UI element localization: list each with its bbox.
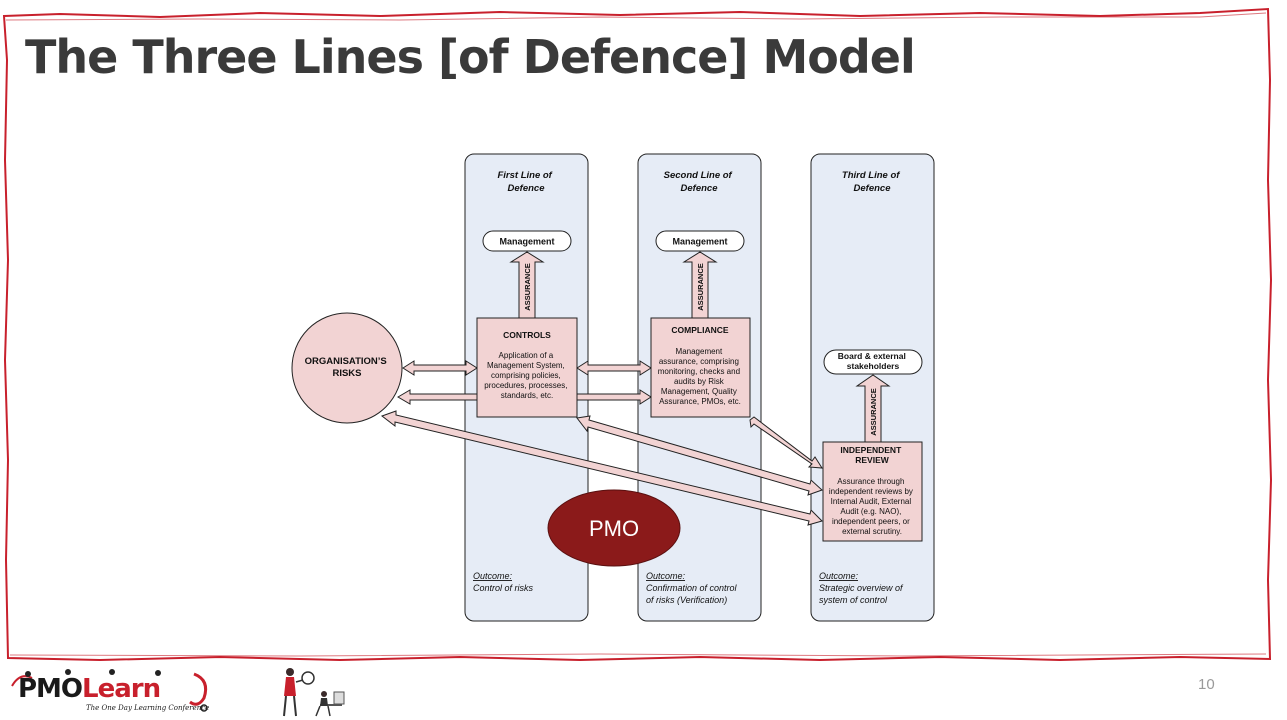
pmo-label: PMO xyxy=(589,516,639,541)
risks-review-arrow xyxy=(380,410,823,526)
board-stakeholders-label: Board & external stakeholders xyxy=(838,351,908,371)
second-line-outcome-label: Outcome: xyxy=(646,571,686,581)
second-line-heading: Second Line of Defence xyxy=(664,170,735,194)
first-line-management-box xyxy=(482,230,572,252)
third-line-heading: Third Line of Defence xyxy=(842,170,902,194)
compliance-title: COMPLIANCE xyxy=(671,325,728,335)
compliance-box xyxy=(650,317,751,418)
second-line-outcome-text: Confirmation of control of risks (Verifi… xyxy=(646,583,739,605)
organisation-risks-circle xyxy=(291,312,403,424)
pmolearn-logo[interactable]: PMOLearn The One Day Learning Conference xyxy=(8,664,218,718)
compliance-review-arrow xyxy=(749,416,823,469)
first-line-assurance-label: ASSURANCE xyxy=(523,263,532,311)
independent-review-description: Assurance through independent reviews by… xyxy=(829,477,915,536)
connector-arrows xyxy=(380,360,823,526)
second-line-management-box xyxy=(655,230,745,252)
logo-decoration xyxy=(11,669,208,712)
controls-box xyxy=(476,317,578,418)
second-line-assurance-arrow: ASSURANCE xyxy=(682,251,718,319)
pmo-ellipse xyxy=(547,489,681,567)
logo-pmo-text: PMO xyxy=(18,674,83,704)
organisation-risks-label: ORGANISATION’S RISKS xyxy=(305,356,390,379)
second-line-management-label: Management xyxy=(672,237,727,247)
controls-description: Application of a Management System, comp… xyxy=(484,351,569,400)
independent-review-title: INDEPENDENT REVIEW xyxy=(840,445,903,465)
third-line-outcome-label: Outcome: xyxy=(819,571,859,581)
logo-wordmark: PMOLearn xyxy=(18,674,161,704)
first-line-outcome-label: Outcome: xyxy=(473,571,513,581)
controls-title: CONTROLS xyxy=(503,330,551,340)
logo-tagline: The One Day Learning Conference xyxy=(86,704,210,712)
compliance-risks-arrow xyxy=(576,389,652,405)
board-stakeholders-box xyxy=(823,349,923,375)
compliance-description: Management assurance, comprising monitor… xyxy=(658,347,743,406)
slide-title: The Three Lines [of Defence] Model xyxy=(25,30,916,84)
people-illustration xyxy=(283,668,345,717)
first-line-heading: First Line of Defence xyxy=(497,170,554,194)
footer xyxy=(0,664,1287,720)
page-number: 10 xyxy=(1198,676,1215,693)
third-line-assurance-arrow: ASSURANCE xyxy=(855,374,891,443)
logo-learn-text: Learn xyxy=(82,674,161,704)
first-line-assurance-arrow: ASSURANCE xyxy=(509,251,545,319)
second-line-assurance-label: ASSURANCE xyxy=(696,263,705,311)
risks-controls-arrow xyxy=(402,360,478,376)
controls-compliance-arrow xyxy=(576,360,652,376)
controls-review-arrow xyxy=(576,415,823,496)
independent-review-box xyxy=(822,441,923,542)
third-line-outcome-text: Strategic overview of system of control xyxy=(819,583,905,605)
first-line-outcome-text: Control of risks xyxy=(473,583,534,593)
first-line-management-label: Management xyxy=(499,237,554,247)
third-line-assurance-label: ASSURANCE xyxy=(869,388,878,436)
